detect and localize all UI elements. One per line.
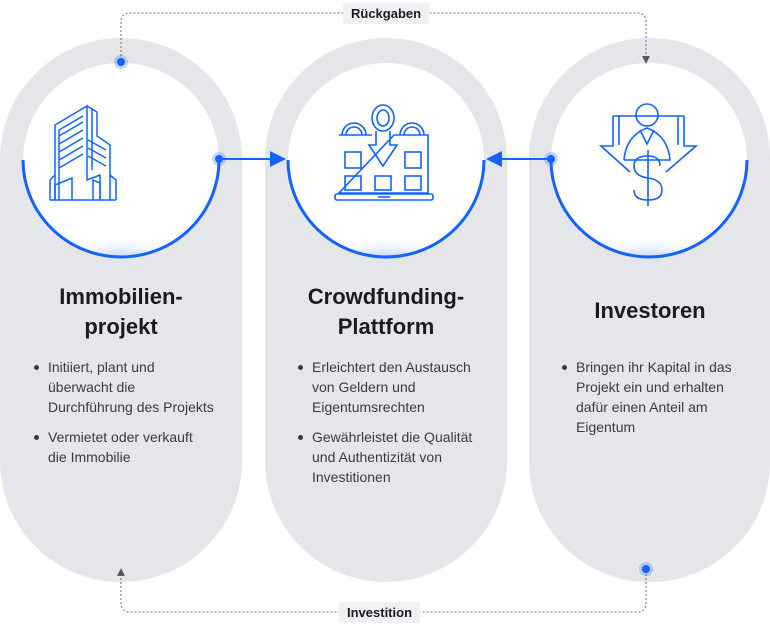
flow-arrows: [212, 151, 558, 167]
column-title-platform: Crowdfunding- Plattform: [265, 282, 507, 342]
title-line: projekt: [84, 314, 158, 339]
platform-bullets: Erleichtert den Austausch von Geldern un…: [298, 357, 483, 497]
investor-dollar-icon: [598, 103, 699, 206]
investment-label: Investition: [339, 602, 421, 623]
bullet-item: Erleichtert den Austausch von Geldern un…: [298, 357, 483, 417]
bullet-item: Gewährleistet die Qualität und Authentiz…: [298, 427, 483, 487]
bullet-item: Bringen ihr Kapital in das Projekt ein u…: [562, 357, 747, 437]
building-icon: [49, 104, 117, 201]
title-line: Investoren: [594, 298, 706, 323]
title-line: Immobilien-: [59, 284, 183, 309]
bullet-item: Vermietet oder verkauft die Immobilie: [34, 427, 214, 467]
title-line: Plattform: [337, 314, 435, 339]
column-title-investors: Investoren: [529, 296, 770, 326]
platform-icon: [334, 104, 434, 201]
project-bullets: Initiiert, plant und überwacht die Durch…: [34, 357, 214, 477]
bullet-item: Initiiert, plant und überwacht die Durch…: [34, 357, 214, 417]
investor-bullets: Bringen ihr Kapital in das Projekt ein u…: [562, 357, 747, 447]
title-line: Crowdfunding-: [307, 284, 465, 309]
column-title-project: Immobilien- projekt: [0, 282, 242, 342]
returns-label: Rückgaben: [343, 3, 430, 24]
